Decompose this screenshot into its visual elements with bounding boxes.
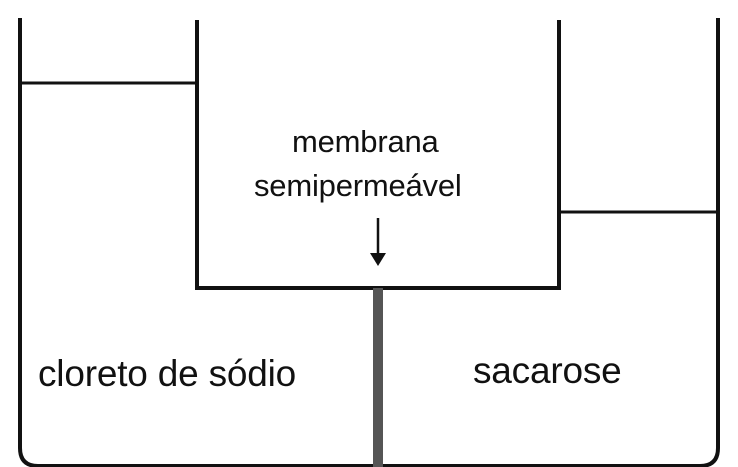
- semipermeable-membrane: [373, 288, 383, 467]
- left-compartment-label: cloreto de sódio: [38, 353, 297, 394]
- membrane-label-line2: semipermeável: [254, 168, 462, 203]
- membrane-arrow-head: [370, 253, 386, 266]
- right-compartment-label: sacarose: [473, 350, 622, 391]
- membrane-label-line1: membrana: [292, 124, 439, 159]
- container-outline: [18, 18, 720, 467]
